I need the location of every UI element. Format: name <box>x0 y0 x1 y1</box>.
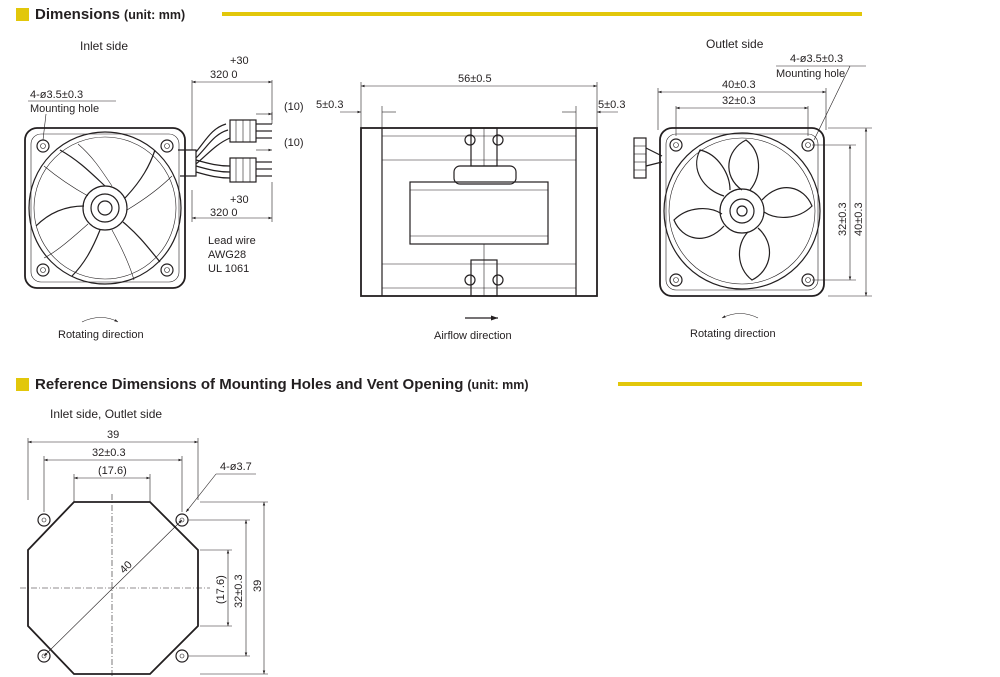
inlet-mounting-hole-label: Mounting hole <box>30 103 99 115</box>
reference-label: Inlet side, Outlet side <box>50 407 162 421</box>
reference-hole-size: 4-ø3.7 <box>220 461 252 473</box>
depth-dimension: 56±0.5 <box>458 73 492 85</box>
reference-overall-width: 39 <box>107 429 119 441</box>
section-marker-icon <box>16 378 29 391</box>
section-header-dimensions: Dimensions (unit: mm) <box>16 6 185 23</box>
outlet-view: Outlet side 40±0.3 32±0.3 4-ø3.5±0.3 Mou… <box>633 37 872 340</box>
left-flange-dimension: 5±0.3 <box>316 99 343 111</box>
inlet-mounting-hole-size: 4-ø3.5±0.3 <box>30 89 83 101</box>
reference-pitch-width: 32±0.3 <box>92 447 126 459</box>
strip-length-top: (10) <box>284 101 304 113</box>
lead-wire-gauge: AWG28 <box>208 249 246 261</box>
side-housing <box>360 127 598 297</box>
outlet-fan-blades <box>673 139 813 281</box>
inlet-rotation-arrow <box>81 317 119 323</box>
outlet-hub <box>719 188 765 234</box>
wire-tolerance-bottom: +30 <box>230 194 249 206</box>
section-unit: (unit: mm) <box>124 7 186 22</box>
section-marker-icon <box>16 8 29 21</box>
outlet-width-inner: 32±0.3 <box>722 95 756 107</box>
right-flange-dimension: 5±0.3 <box>598 99 625 111</box>
inlet-label: Inlet side <box>80 39 128 53</box>
inlet-rotation-label: Rotating direction <box>58 329 144 341</box>
outlet-wire-stub <box>633 137 663 179</box>
wire-length-bottom: 320 0 <box>210 207 238 219</box>
reference-overall-height: 39 <box>252 580 264 592</box>
outlet-width-outer: 40±0.3 <box>722 79 756 91</box>
outlet-rotation-label: Rotating direction <box>690 328 776 340</box>
inlet-hub <box>82 185 128 231</box>
side-view: 56±0.5 5±0.3 5±0.3 Airflow direction <box>316 73 625 342</box>
reference-vent-outline <box>27 501 199 675</box>
wire-length-top: 320 0 <box>210 69 238 81</box>
outlet-mounting-hole-label: Mounting hole <box>776 68 845 80</box>
strip-length-bottom: (10) <box>284 137 304 149</box>
inlet-lead-wires <box>178 119 272 183</box>
inlet-fan-ring <box>28 131 182 285</box>
reference-vent-height: (17.6) <box>215 575 227 604</box>
wire-tolerance-top: +30 <box>230 55 249 67</box>
section-rule <box>222 12 862 16</box>
lead-wire-standard: UL 1061 <box>208 263 249 275</box>
reference-pitch-height: 32±0.3 <box>233 574 245 608</box>
inlet-view: Inlet side <box>24 39 304 341</box>
section-header-reference: Reference Dimensions of Mounting Holes a… <box>16 376 529 393</box>
inlet-housing <box>24 127 186 289</box>
reference-diagonal: 40 <box>118 559 135 576</box>
side-motor <box>409 181 549 245</box>
inlet-mounting-holes <box>36 139 174 277</box>
reference-vent-width: (17.6) <box>98 465 127 477</box>
outlet-rotation-arrow <box>721 313 759 319</box>
inlet-housing-inner <box>30 133 180 283</box>
section-title: Reference Dimensions of Mounting Holes a… <box>35 376 464 393</box>
section-title: Dimensions <box>35 6 121 23</box>
outlet-height-outer: 40±0.3 <box>853 202 865 236</box>
reference-view: Inlet side, Outlet side 39 32±0.3 (17.6)… <box>20 407 268 677</box>
section-unit: (unit: mm) <box>467 377 529 392</box>
airflow-label: Airflow direction <box>434 330 512 342</box>
outlet-height-inner: 32±0.3 <box>837 202 849 236</box>
outlet-mounting-hole-size: 4-ø3.5±0.3 <box>790 53 843 65</box>
section-rule <box>618 382 862 386</box>
outlet-fan-ring <box>663 132 821 290</box>
reference-mounting-holes <box>37 513 189 663</box>
outlet-label: Outlet side <box>706 37 764 51</box>
outlet-housing <box>659 127 825 297</box>
lead-wire-label: Lead wire <box>208 235 256 247</box>
inlet-fan-blades <box>35 143 173 281</box>
